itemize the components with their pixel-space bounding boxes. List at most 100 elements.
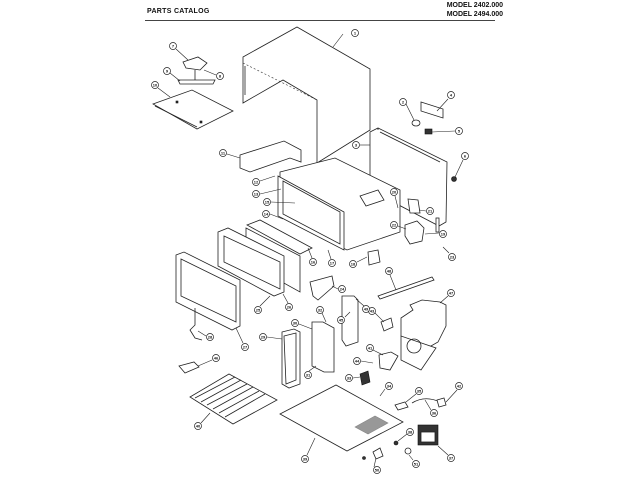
svg-text:3: 3 bbox=[355, 143, 358, 148]
svg-text:50: 50 bbox=[375, 468, 380, 473]
svg-text:28: 28 bbox=[208, 335, 213, 340]
fan-motor bbox=[359, 351, 399, 386]
callout-9: 9 bbox=[163, 67, 181, 82]
small-parts bbox=[362, 440, 412, 460]
callout-31: 31 bbox=[304, 365, 317, 379]
svg-text:39: 39 bbox=[303, 457, 308, 462]
svg-text:18: 18 bbox=[351, 262, 356, 267]
callout-19: 19 bbox=[424, 230, 447, 238]
svg-text:17: 17 bbox=[330, 261, 335, 266]
svg-text:36: 36 bbox=[432, 411, 437, 416]
callout-33: 33 bbox=[345, 374, 361, 382]
svg-text:25: 25 bbox=[256, 308, 261, 313]
callout-38: 38 bbox=[397, 428, 414, 442]
svg-text:29: 29 bbox=[261, 335, 266, 340]
svg-text:42: 42 bbox=[457, 384, 462, 389]
callout-47: 47 bbox=[439, 289, 455, 304]
svg-text:26: 26 bbox=[287, 305, 292, 310]
svg-text:35: 35 bbox=[417, 389, 422, 394]
svg-text:19: 19 bbox=[441, 232, 446, 237]
svg-text:10: 10 bbox=[153, 83, 158, 88]
model-number-2: MODEL 2494.000 bbox=[446, 11, 503, 18]
svg-text:33: 33 bbox=[347, 376, 352, 381]
model-number-1: MODEL 2402.000 bbox=[446, 2, 503, 9]
callout-15: 15 bbox=[263, 198, 296, 206]
control-panel bbox=[281, 295, 359, 389]
svg-text:4: 4 bbox=[450, 93, 453, 98]
svg-text:32: 32 bbox=[318, 308, 323, 313]
callout-6: 6 bbox=[454, 152, 469, 178]
svg-text:8: 8 bbox=[219, 74, 222, 79]
svg-text:27: 27 bbox=[243, 345, 248, 350]
callout-34: 34 bbox=[379, 382, 393, 397]
svg-text:38: 38 bbox=[408, 430, 413, 435]
svg-text:49: 49 bbox=[364, 307, 369, 312]
svg-text:21: 21 bbox=[428, 209, 433, 214]
callout-35: 35 bbox=[405, 387, 423, 403]
callout-14: 14 bbox=[262, 210, 284, 220]
callout-20: 20 bbox=[390, 188, 399, 209]
callout-10: 10 bbox=[151, 81, 171, 98]
header-rule bbox=[145, 20, 495, 21]
callout-43: 43 bbox=[368, 307, 385, 323]
svg-text:23: 23 bbox=[450, 255, 455, 260]
callout-25: 25 bbox=[254, 295, 271, 314]
callout-46: 46 bbox=[197, 354, 220, 367]
svg-text:48: 48 bbox=[387, 269, 392, 274]
svg-text:31: 31 bbox=[306, 373, 311, 378]
callout-30: 30 bbox=[291, 319, 313, 330]
callout-36: 36 bbox=[424, 399, 438, 417]
svg-text:6: 6 bbox=[464, 154, 467, 159]
svg-text:45: 45 bbox=[339, 318, 344, 323]
callout-11: 11 bbox=[219, 149, 241, 159]
lamp-parts bbox=[411, 101, 457, 182]
callout-32: 32 bbox=[316, 306, 327, 323]
callout-50: 50 bbox=[373, 457, 381, 474]
door-outer-panel bbox=[175, 251, 241, 331]
svg-text:20: 20 bbox=[392, 190, 397, 195]
svg-text:5: 5 bbox=[458, 129, 461, 134]
callout-24: 24 bbox=[331, 285, 346, 293]
component-cluster bbox=[367, 198, 440, 266]
oven-cavity bbox=[277, 157, 401, 251]
svg-text:22: 22 bbox=[392, 223, 397, 228]
callout-13: 13 bbox=[252, 188, 282, 198]
svg-text:47: 47 bbox=[449, 291, 454, 296]
callout-44: 44 bbox=[353, 357, 374, 365]
choke-cover bbox=[309, 275, 335, 301]
callout-41: 41 bbox=[366, 344, 384, 356]
svg-text:2: 2 bbox=[402, 100, 405, 105]
svg-text:16: 16 bbox=[311, 260, 316, 265]
base-plate bbox=[279, 384, 404, 452]
svg-text:12: 12 bbox=[254, 180, 259, 185]
callout-5: 5 bbox=[431, 127, 463, 135]
callout-28: 28 bbox=[197, 330, 214, 341]
callout-39: 39 bbox=[301, 437, 316, 463]
callout-26: 26 bbox=[282, 293, 293, 311]
callout-18: 18 bbox=[349, 256, 368, 268]
svg-text:7: 7 bbox=[172, 44, 175, 49]
callout-23: 23 bbox=[442, 246, 456, 261]
callout-4: 4 bbox=[436, 91, 455, 112]
fuse-holder bbox=[178, 361, 200, 374]
air-duct bbox=[380, 317, 394, 332]
svg-text:51: 51 bbox=[414, 462, 419, 467]
svg-text:37: 37 bbox=[449, 456, 454, 461]
catalog-title: PARTS CATALOG bbox=[147, 8, 210, 15]
blower-housing bbox=[400, 299, 447, 371]
callout-40: 40 bbox=[194, 412, 211, 430]
svg-text:1: 1 bbox=[354, 31, 357, 36]
svg-text:24: 24 bbox=[340, 287, 345, 292]
door-latch-arm bbox=[189, 308, 203, 341]
callout-21: 21 bbox=[418, 207, 434, 215]
callout-8: 8 bbox=[203, 69, 224, 80]
svg-text:13: 13 bbox=[254, 192, 259, 197]
svg-text:46: 46 bbox=[214, 356, 219, 361]
callout-48: 48 bbox=[385, 267, 397, 291]
transformer bbox=[417, 424, 439, 446]
svg-text:44: 44 bbox=[355, 359, 360, 364]
callout-7: 7 bbox=[169, 42, 189, 61]
oven-rack bbox=[189, 373, 278, 425]
svg-text:43: 43 bbox=[370, 309, 375, 314]
